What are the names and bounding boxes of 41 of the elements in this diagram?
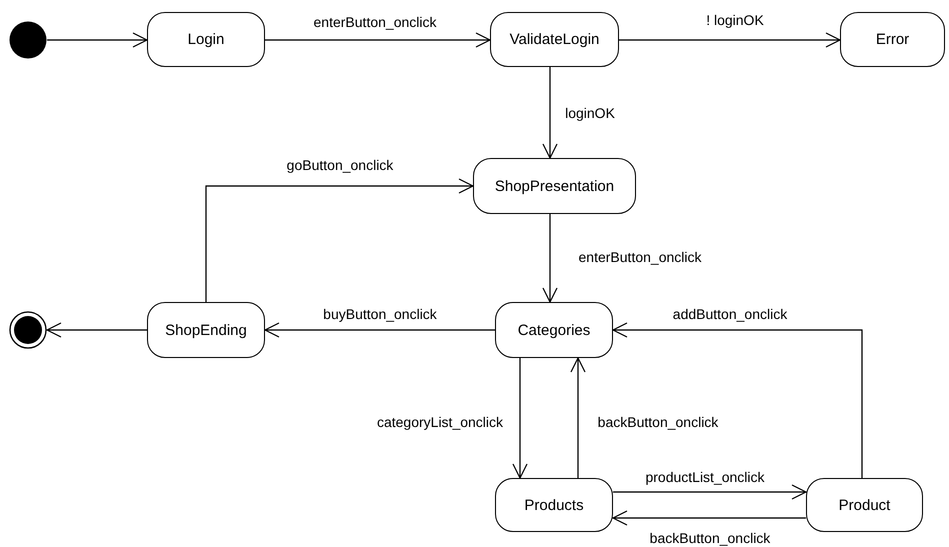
transition-arrow (612, 322, 863, 478)
transition-arrow (205, 178, 474, 302)
edge-label: loginOK (563, 105, 617, 121)
state-box (473, 158, 636, 214)
state-box (495, 478, 613, 532)
state-box (840, 12, 945, 67)
transition-arrow (265, 32, 491, 48)
state-box (806, 478, 923, 532)
edge-label: backButton_onclick (648, 530, 772, 546)
initial-state (9, 21, 47, 59)
state-box (495, 302, 613, 358)
state-name: Login (188, 31, 224, 48)
transition-arrow (570, 357, 586, 478)
state-box (147, 12, 265, 67)
final-state (9, 311, 47, 349)
edge-label: buyButton_onclick (321, 306, 439, 322)
state-box (147, 302, 265, 358)
transition-arrow (612, 510, 806, 526)
transition-arrow (542, 214, 558, 303)
state-name: Error (876, 31, 910, 48)
transition-arrow (619, 32, 841, 48)
edge-label: backButton_onclick (596, 414, 720, 430)
state-name: Products (524, 496, 584, 514)
transition-arrow (542, 67, 558, 159)
transition-arrow (47, 32, 148, 48)
transition-arrow (264, 322, 495, 338)
edge-label: goButton_onclick (284, 157, 396, 173)
state-name: ShopEnding (165, 322, 247, 338)
state-name: ShopPresentation (494, 178, 614, 194)
state-name: Product (838, 496, 890, 514)
edge-label: enterButton_onclick (576, 249, 704, 265)
transition-arrow (512, 358, 528, 479)
state-name: ValidateLogin (510, 31, 600, 48)
edge-label: enterButton_onclick (312, 14, 438, 30)
edge-label: categoryList_onclick (374, 414, 506, 430)
state-box (490, 12, 619, 67)
edge-label: productList_onclick (643, 469, 767, 485)
edge-label: addButton_onclick (670, 306, 790, 322)
transition-arrow (613, 484, 807, 500)
state-name: Categories (518, 322, 590, 338)
transition-arrow (46, 322, 147, 338)
